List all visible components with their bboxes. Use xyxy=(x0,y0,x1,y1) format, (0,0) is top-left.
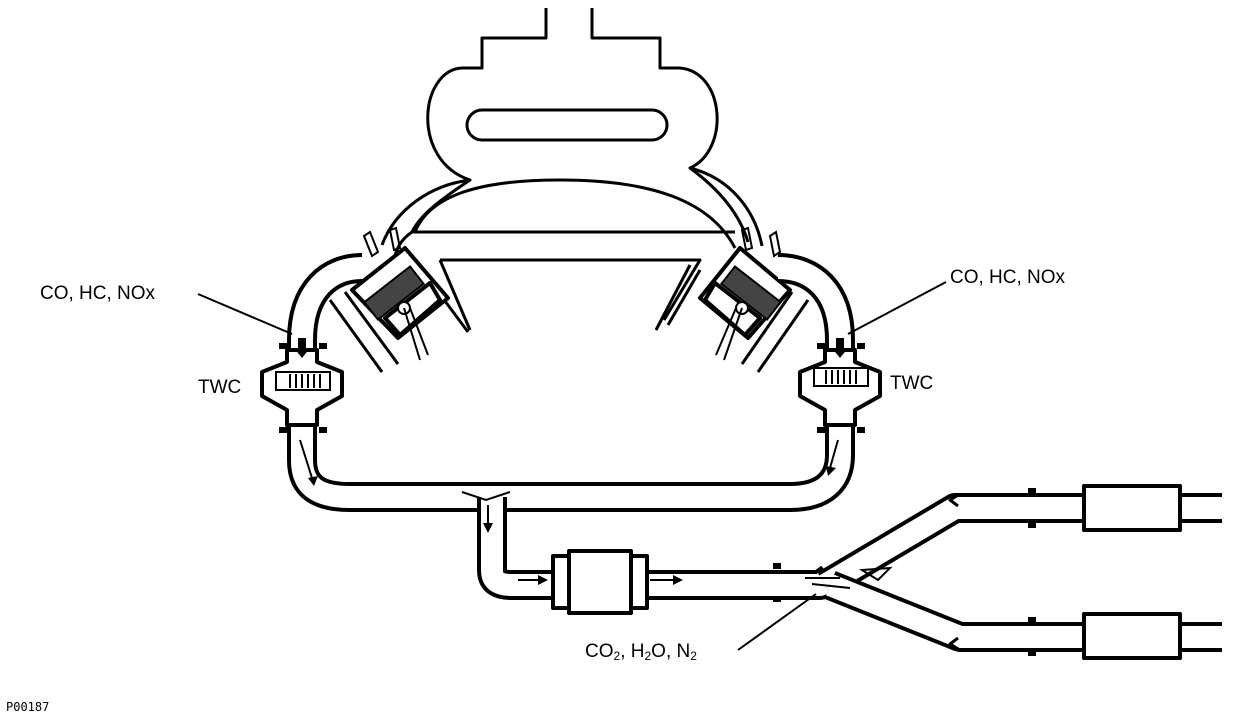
left-twc-label: TWC xyxy=(198,377,242,398)
center-resonator xyxy=(551,549,649,615)
intake-plenum xyxy=(380,66,764,261)
h2o-text: H xyxy=(630,641,645,662)
exhaust-pipes xyxy=(287,253,1222,652)
lower-tail-muffler xyxy=(948,612,1182,660)
co2-text: CO xyxy=(585,641,614,662)
right-twc-converter xyxy=(798,343,882,433)
plenum-slot xyxy=(465,108,669,142)
n2-text: N xyxy=(676,641,691,662)
right-input-gases-label: CO, HC, NOx xyxy=(950,267,1066,288)
upper-tail-muffler xyxy=(948,484,1182,532)
right-cylinder xyxy=(698,226,792,361)
right-twc-label: TWC xyxy=(890,373,934,394)
figure-code: P00187 xyxy=(6,700,50,714)
leader-lines xyxy=(197,281,947,651)
left-input-gases-label: CO, HC, NOx xyxy=(40,283,156,304)
left-twc-converter xyxy=(260,343,344,433)
intake-snorkel xyxy=(462,8,680,70)
flow-arrows xyxy=(294,338,893,589)
left-cylinder xyxy=(350,226,450,361)
output-gases-label: CO2, H2O, N2 xyxy=(585,641,697,663)
